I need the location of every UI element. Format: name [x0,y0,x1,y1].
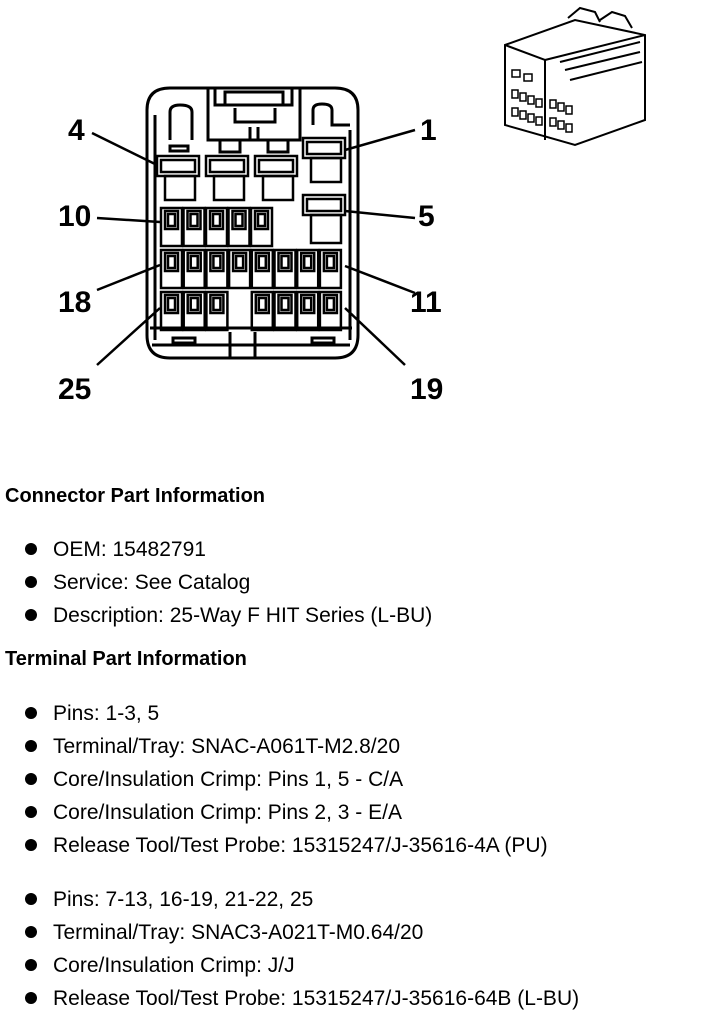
pin-cavity [159,290,184,332]
pin-cavity [318,290,343,332]
list-item-text: Core/Insulation Crimp: J/J [53,954,295,977]
pin-cavity [273,290,297,332]
list-item-text: Core/Insulation Crimp: Pins 2, 3 - E/A [53,801,402,824]
pin-cavity [204,206,229,248]
pin-label-4: 4 [68,114,85,147]
pin-cavity [205,290,229,332]
list-item: Service: See Catalog [25,571,250,595]
pin-label-19: 19 [410,373,443,406]
connector-info-heading: Connector Part Information [5,485,266,507]
list-item: Description: 25-Way F HIT Series (L-BU) [25,604,432,628]
terminal-info-heading: Terminal Part Information [5,648,247,670]
list-item-text: Terminal/Tray: SNAC-A061T-M2.8/20 [53,735,401,758]
pin-label-1: 1 [420,114,437,147]
pin-label-11: 11 [410,286,442,319]
list-item-text: Release Tool/Test Probe: 15315247/J-3561… [53,834,548,857]
list-item-text: Pins: 1-3, 5 [53,702,160,725]
list-item-text: Description: 25-Way F HIT Series (L-BU) [53,604,433,627]
pin-cavity [182,248,206,290]
bullet-icon [25,740,37,752]
list-item-text: Release Tool/Test Probe: 15315247/J-3561… [53,987,580,1010]
bullet-icon [25,926,37,938]
bullet-icon [25,773,37,785]
pin-cavity [182,290,206,332]
list-item: OEM: 15482791 [25,538,206,562]
pin-cavity [159,248,184,290]
bullet-icon [25,959,37,971]
pin-cavity [295,290,320,332]
bullet-icon [25,609,37,621]
list-item: Pins: 1-3, 5 [25,702,159,726]
bullet-icon [25,576,37,588]
list-item: Terminal/Tray: SNAC3-A021T-M0.64/20 [25,921,423,945]
list-item: Release Tool/Test Probe: 15315247/J-3561… [25,834,548,858]
pin-cavity [159,206,184,248]
pin-cavity [182,206,206,248]
pin-cavity [227,248,252,290]
list-item: Release Tool/Test Probe: 15315247/J-3561… [25,987,579,1011]
list-item-text: Terminal/Tray: SNAC3-A021T-M0.64/20 [53,921,424,944]
pin-cavity [227,206,251,248]
list-item: Core/Insulation Crimp: Pins 1, 5 - C/A [25,768,403,792]
connector-housing [145,86,360,360]
pin-cavity [249,206,274,248]
list-item: Core/Insulation Crimp: Pins 2, 3 - E/A [25,801,402,825]
pin-cavity [205,248,229,290]
connector-latch [206,88,302,154]
list-item-text: Pins: 7-13, 16-19, 21-22, 25 [53,888,314,911]
bullet-icon [25,992,37,1004]
pin-label-5: 5 [418,200,435,233]
pin-cavity [250,248,275,290]
pin-cavity [318,248,343,290]
list-item-text: OEM: 15482791 [53,538,206,561]
list-item-text: Core/Insulation Crimp: Pins 1, 5 - C/A [53,768,404,791]
list-item-text: Service: See Catalog [53,571,251,594]
list-item: Pins: 7-13, 16-19, 21-22, 25 [25,888,313,912]
bullet-icon [25,839,37,851]
list-item: Core/Insulation Crimp: J/J [25,954,295,978]
pin-cavity [250,290,275,332]
pin-cavity [273,248,297,290]
pin-cavity [295,248,320,290]
bullet-icon [25,806,37,818]
bullet-icon [25,707,37,719]
pin-label-25: 25 [58,373,91,406]
connector-face-diagram: 4 1 10 5 18 11 25 19 [58,6,646,406]
pin-label-18: 18 [58,286,91,319]
bullet-icon [25,893,37,905]
connector-isometric-view [504,6,646,147]
list-item: Terminal/Tray: SNAC-A061T-M2.8/20 [25,735,400,759]
pin-label-10: 10 [58,200,91,233]
bullet-icon [25,543,37,555]
